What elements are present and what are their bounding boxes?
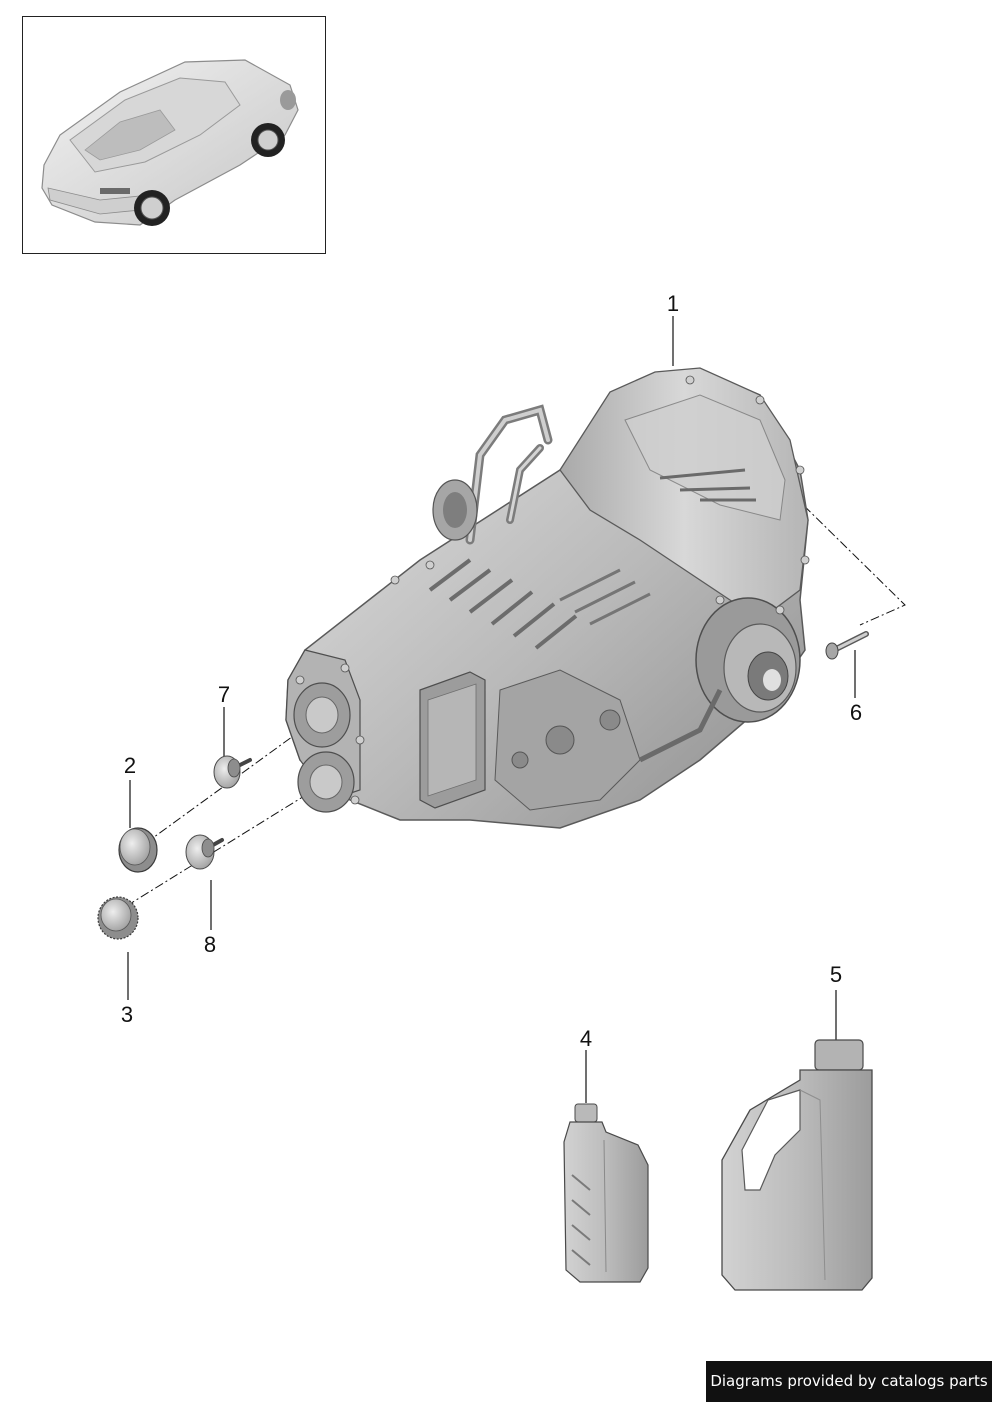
bolt-part-6 [825, 631, 869, 660]
callout-5: 5 [830, 962, 842, 987]
callout-3: 3 [121, 1002, 133, 1027]
footer-credit-banner: Diagrams provided by catalogs parts [706, 1361, 992, 1402]
guide-cap-3 [119, 784, 323, 911]
callout-2: 2 [124, 753, 136, 778]
plug-part-8 [185, 834, 224, 870]
car-illustration [41, 59, 299, 226]
cap-part-2 [118, 827, 158, 873]
oil-bottle-part-4 [563, 1103, 649, 1283]
vehicle-thumbnail [22, 16, 326, 254]
transmission-assembly [285, 367, 810, 829]
plug-part-7 [213, 755, 252, 789]
oil-jug-part-5 [721, 1039, 873, 1291]
callout-1: 1 [667, 291, 679, 316]
leader-lines [127, 316, 856, 1103]
callout-8: 8 [204, 932, 216, 957]
footer-credit-text: Diagrams provided by catalogs parts [710, 1372, 988, 1390]
cap-part-3 [97, 896, 139, 940]
callout-7: 7 [218, 682, 230, 707]
callout-6: 6 [850, 700, 862, 725]
callout-labels: 1 2 3 4 5 6 7 8 [121, 291, 862, 1051]
callout-4: 4 [580, 1026, 592, 1051]
